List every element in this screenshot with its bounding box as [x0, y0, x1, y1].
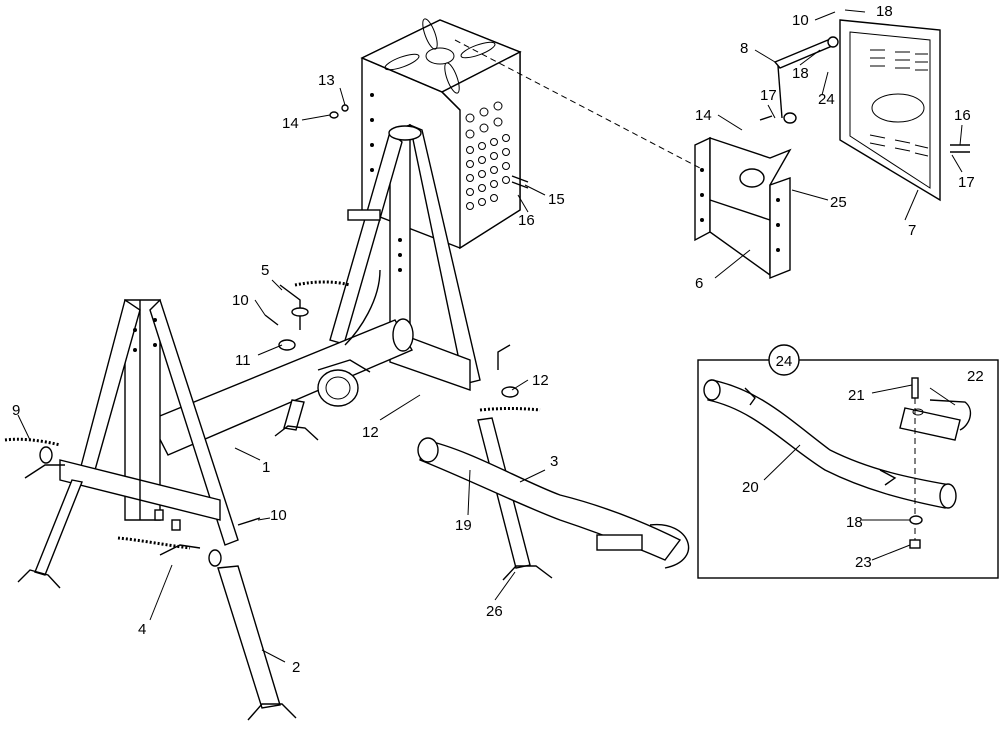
- callout-24: 24: [818, 91, 835, 108]
- callout-15: 15: [548, 191, 565, 208]
- chain-9: [4, 437, 61, 447]
- detail-washer-18: [909, 515, 923, 525]
- callout-12-a: 12: [362, 424, 379, 441]
- detail-badge-label: 24: [776, 353, 793, 370]
- callout-17-a: 17: [760, 87, 777, 104]
- detail-arm-20: [703, 379, 957, 509]
- callout-10-a: 10: [232, 292, 249, 309]
- callout-5: 5: [261, 262, 269, 279]
- bracket-6: [694, 136, 792, 280]
- left-a-frame: [59, 298, 239, 546]
- callout-16-a: 16: [518, 212, 535, 229]
- ring-9: [39, 446, 53, 464]
- ring-11: [278, 339, 296, 351]
- washer-14: [329, 111, 339, 119]
- alignment-line: [454, 39, 701, 169]
- door-7: [839, 19, 970, 202]
- callout-20: 20: [742, 479, 759, 496]
- callout-25: 25: [830, 194, 847, 211]
- callout-14-b: 14: [695, 107, 712, 124]
- detail-bolt-21: [911, 377, 919, 399]
- leg-left-rear: [17, 479, 83, 589]
- callout-9: 9: [12, 402, 20, 419]
- callout-3: 3: [550, 453, 558, 470]
- callout-6: 6: [695, 275, 703, 292]
- ring-2: [208, 549, 222, 567]
- callout-2: 2: [292, 659, 300, 676]
- callout-21: 21: [848, 387, 865, 404]
- leg-rear-center: [274, 399, 319, 441]
- pivot-collar: [317, 359, 371, 407]
- callout-13: 13: [318, 72, 335, 89]
- callout-16-b: 16: [954, 107, 971, 124]
- swing-arm: [417, 437, 690, 569]
- callout-23: 23: [855, 554, 872, 571]
- callout-7: 7: [908, 222, 916, 239]
- detail-box: [697, 344, 999, 579]
- detail-bracket-22: [899, 399, 972, 441]
- pin-12-right: [497, 344, 511, 370]
- door-louvers: [869, 49, 929, 157]
- pin-4: [159, 544, 201, 556]
- ring-12: [501, 386, 519, 398]
- callout-14-a: 14: [282, 115, 299, 132]
- leader-lines: [17, 9, 963, 663]
- main-beam: [149, 269, 414, 456]
- callout-12-b: 12: [532, 372, 549, 389]
- chain-12: [479, 407, 541, 412]
- leg-front: [217, 565, 297, 721]
- callout-17-b: 17: [958, 174, 975, 191]
- callout-19: 19: [455, 517, 472, 534]
- chain-4: [117, 536, 191, 550]
- callout-26: 26: [486, 603, 503, 620]
- callout-10-c: 10: [792, 12, 809, 29]
- pin-left: [24, 464, 65, 479]
- screw-10b: [237, 517, 261, 526]
- screw-10: [264, 314, 279, 326]
- right-a-frame: [329, 123, 481, 391]
- detail-badge-circle: [768, 344, 800, 376]
- chain-5: [294, 280, 351, 287]
- callout-1: 1: [262, 459, 270, 476]
- bolt-15: [511, 175, 529, 189]
- box-vent-holes: [370, 93, 510, 210]
- callout-8: 8: [740, 40, 748, 57]
- nut-13: [341, 104, 349, 112]
- callout-11: 11: [235, 352, 251, 369]
- callout-4: 4: [138, 621, 146, 638]
- detail-nut-23: [909, 539, 921, 549]
- callout-10-b: 10: [270, 507, 287, 524]
- callout-18-a: 18: [876, 3, 893, 20]
- handle-8: [759, 36, 839, 124]
- callout-18-c: 18: [846, 514, 863, 531]
- pin-5: [279, 284, 309, 330]
- callouts: 1 2 3 4 5 6 7 8 9 10 10 10 11 12 12 13 1…: [12, 3, 984, 676]
- callout-18-b: 18: [792, 65, 809, 82]
- callout-22: 22: [967, 368, 984, 385]
